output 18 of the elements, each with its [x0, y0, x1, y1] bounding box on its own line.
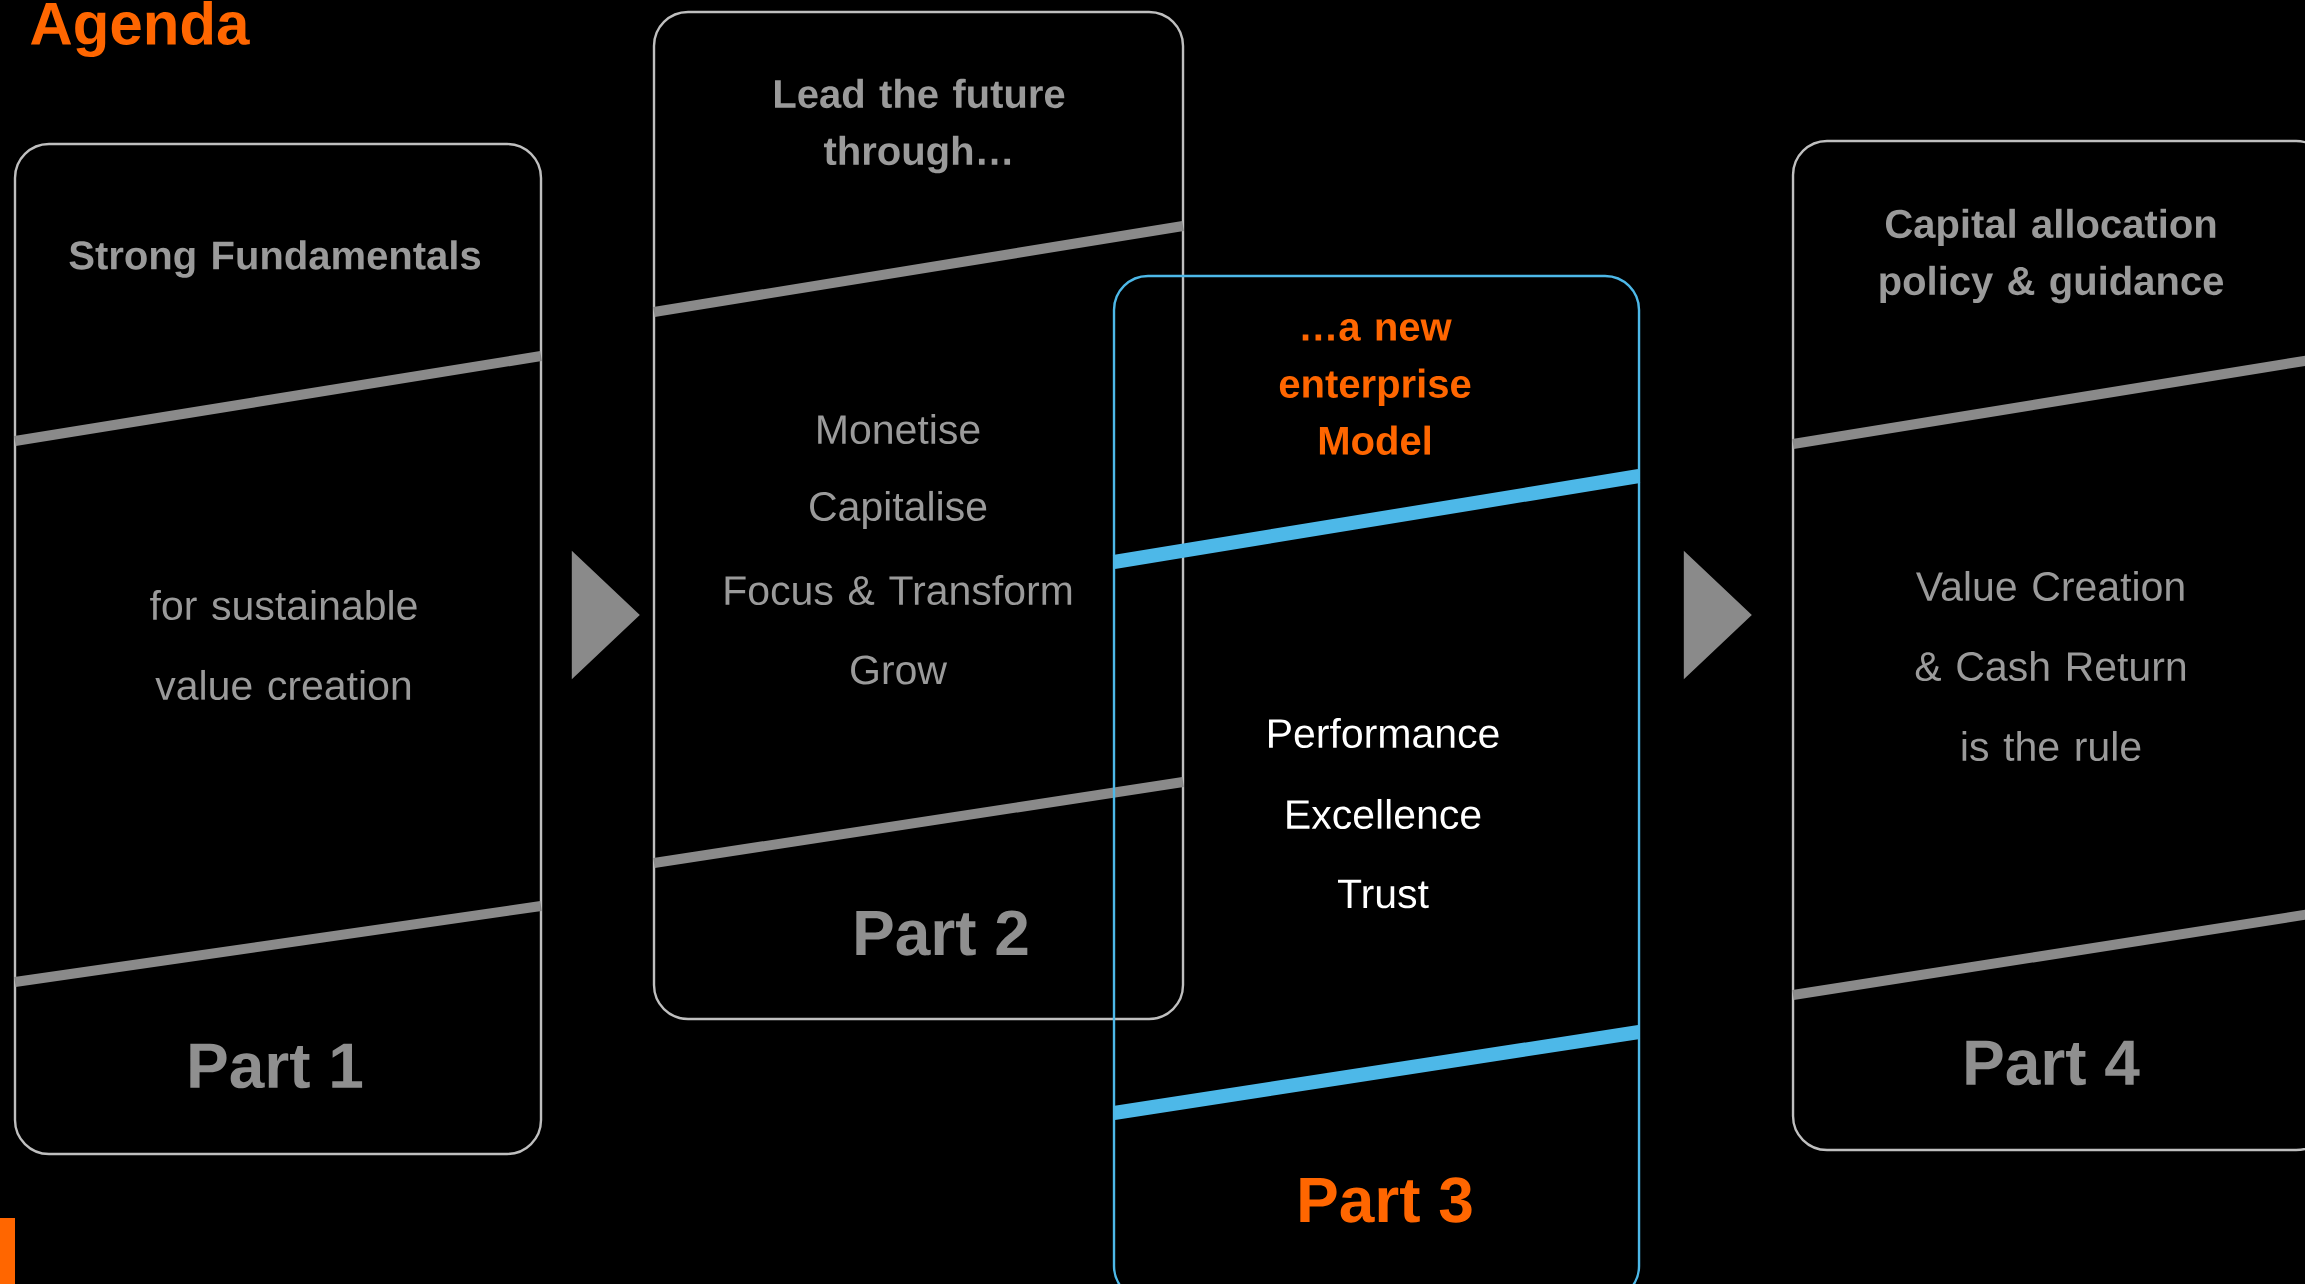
card-text: Performance	[1269, 717, 1499, 749]
part-label: Part 2	[856, 910, 1028, 956]
card-text: Trust	[1338, 879, 1429, 909]
part-label: Part 4	[1966, 1040, 2140, 1086]
title: Agenda	[30, 0, 250, 58]
card-heading: Strong Fundamentals	[69, 240, 481, 278]
card-text: Excellence	[1287, 798, 1481, 830]
card-text: Capitalise	[810, 490, 987, 530]
card-text: Focus & Transform	[725, 574, 1072, 606]
card-text: for sustainable value creation	[150, 589, 417, 701]
card-text: Value Creation & Cash Return is the rule	[1915, 570, 2186, 762]
part-label: Part 3	[1300, 1177, 1472, 1223]
card-heading: Capital allocation policy & guidance	[1880, 208, 2224, 304]
card-text: Monetise	[818, 413, 980, 445]
part-label: Part 1	[190, 1043, 363, 1089]
card-heading: …a new enterprise Model	[1279, 319, 1471, 455]
card-heading: Lead the future through…	[775, 78, 1065, 174]
card-text: Grow	[851, 655, 948, 685]
